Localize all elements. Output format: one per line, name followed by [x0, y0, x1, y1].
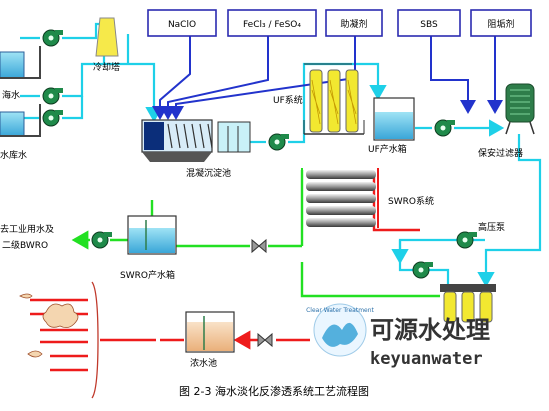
swro-product-tank-label: SWRO产水箱 — [120, 269, 175, 281]
reservoir-basin — [0, 104, 41, 137]
pump-seawater-icon — [42, 29, 63, 47]
industrial-water-label-2: 二级BWRO — [2, 239, 48, 251]
logo-text: Clear Water Treatment — [306, 307, 374, 314]
coagulation-tank — [141, 119, 251, 162]
swro-system-label: SWRO系统 — [388, 195, 434, 207]
pump-uf-product-icon — [434, 119, 455, 137]
figure-caption: 图 2-3 海水淡化反渗透系统工艺流程图 — [179, 384, 369, 398]
watermark-en: keyuanwater — [370, 349, 483, 369]
chemical-naclo-text: NaClO — [168, 20, 196, 30]
dosing-lines — [152, 36, 503, 120]
chemical-antiscalant-text: 助凝剂 — [340, 18, 367, 30]
chemical-fecl3-text: FeCl₃ / FeSO₄ — [243, 20, 301, 30]
watermark-cn: 可源水处理 — [370, 316, 490, 344]
security-filter — [505, 83, 535, 135]
chemical-box-scale-inhibitor: 阻垢剂 — [470, 9, 532, 37]
brine-tank-label: 浓水池 — [190, 357, 217, 369]
pump-reservoir-2-icon — [42, 109, 63, 127]
industrial-water-label-1: 去工业用水及 — [0, 223, 54, 235]
reservoir-label: 水库水 — [0, 149, 27, 161]
watermark-logo: Clear Water Treatment — [306, 303, 375, 357]
uf-product-tank-label: UF产水箱 — [368, 143, 407, 155]
seawater-basin — [0, 46, 41, 79]
cooling-tower — [95, 17, 119, 57]
pump-high-pressure-icon — [456, 231, 477, 249]
pump-reservoir-icon — [42, 87, 63, 105]
uf-system-label: UF系统 — [273, 94, 303, 106]
chemical-scale-inhibitor-text: 阻垢剂 — [487, 18, 514, 30]
feed-water-lines — [20, 22, 542, 288]
security-filter-label: 保安过滤器 — [478, 147, 523, 159]
high-pressure-pump-label: 高压泵 — [478, 221, 505, 233]
brine-tank — [185, 311, 235, 353]
sea-discharge — [19, 293, 79, 358]
outlet-bracket — [91, 281, 99, 399]
valve-brine — [257, 332, 273, 348]
pump-swro-product-icon — [91, 231, 112, 249]
swro-product-tank — [127, 215, 177, 255]
chemical-box-antiscalant: 助凝剂 — [325, 9, 383, 37]
pump-swro-booster-icon — [412, 261, 433, 279]
cooling-tower-label: 冷却塔 — [93, 61, 120, 73]
cartridge-filters — [440, 284, 496, 323]
coagulation-tank-label: 混凝沉淀池 — [186, 167, 231, 179]
valve-product — [251, 238, 267, 254]
uf-product-tank — [373, 97, 415, 141]
uf-system — [303, 63, 365, 135]
chemical-box-naclo: NaClO — [147, 9, 217, 37]
chemical-box-fecl3: FeCl₃ / FeSO₄ — [227, 9, 317, 37]
seawater-label: 海水 — [2, 89, 20, 101]
swro-membrane-rack — [301, 168, 379, 228]
chemical-box-sbs: SBS — [397, 9, 461, 37]
chemical-sbs-text: SBS — [420, 20, 438, 30]
pump-uf-feed-icon — [268, 133, 289, 151]
pumps — [42, 29, 477, 279]
